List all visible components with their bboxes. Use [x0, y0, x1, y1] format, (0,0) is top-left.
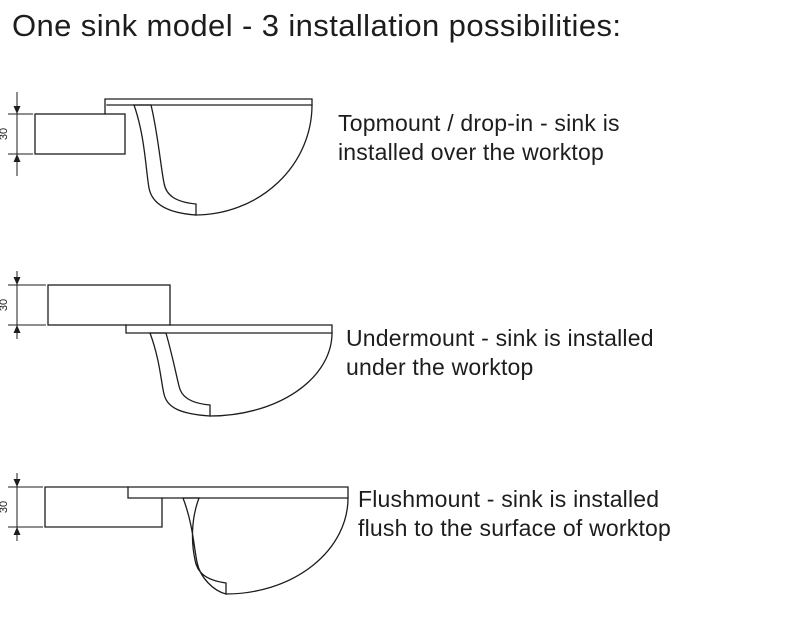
flushmount-row: 30 Flushmount - sink is installed flush …: [0, 472, 800, 622]
dimension-arrow-icon: [13, 154, 21, 162]
topmount-diagram: 30: [0, 92, 313, 216]
flushmount-caption: Flushmount - sink is installed flush to …: [358, 485, 671, 542]
dimension-arrow-icon: [13, 479, 21, 487]
topmount-row: 30 Topmount / drop-in - sink is installe…: [0, 84, 800, 234]
caption-line: Flushmount - sink is installed: [358, 486, 660, 513]
flushmount-diagram: 30: [0, 473, 349, 595]
worktop-section: [44, 486, 163, 528]
dimension-label: 30: [0, 299, 10, 311]
page-title: One sink model - 3 installation possibil…: [12, 8, 622, 43]
dimension-arrow-icon: [13, 325, 21, 333]
topmount-caption: Topmount / drop-in - sink is installed o…: [338, 109, 620, 166]
dimension-arrow-icon: [13, 106, 21, 114]
dimension-30: 30: [0, 92, 33, 176]
caption-line: Topmount / drop-in - sink is: [338, 110, 620, 137]
sink-bowl-arc: [225, 497, 349, 595]
sink-bowl-arc: [194, 104, 313, 216]
undermount-diagram: 30: [0, 271, 333, 417]
caption-line: under the worktop: [346, 354, 534, 380]
worktop-section: [47, 284, 171, 326]
sink-wall-section: [133, 104, 197, 216]
sink-bowl-arc: [209, 332, 333, 417]
sink-rim: [127, 486, 349, 499]
dimension-label: 30: [0, 501, 10, 513]
dimension-arrow-icon: [13, 277, 21, 285]
sink-wall-section: [182, 497, 227, 595]
caption-line: flush to the surface of worktop: [358, 515, 672, 541]
sink-rim: [125, 324, 333, 334]
undermount-row: 30 Undermount - sink is installed under …: [0, 270, 800, 420]
worktop-section: [34, 113, 126, 155]
undermount-caption: Undermount - sink is installed under the…: [346, 324, 654, 381]
dimension-30: 30: [0, 473, 43, 541]
caption-line: Undermount - sink is installed: [346, 325, 654, 352]
dimension-arrow-icon: [13, 527, 21, 535]
caption-line: installed over the worktop: [338, 139, 605, 165]
dimension-label: 30: [0, 128, 10, 140]
sink-wall-section: [149, 332, 211, 417]
dimension-30: 30: [0, 271, 46, 339]
